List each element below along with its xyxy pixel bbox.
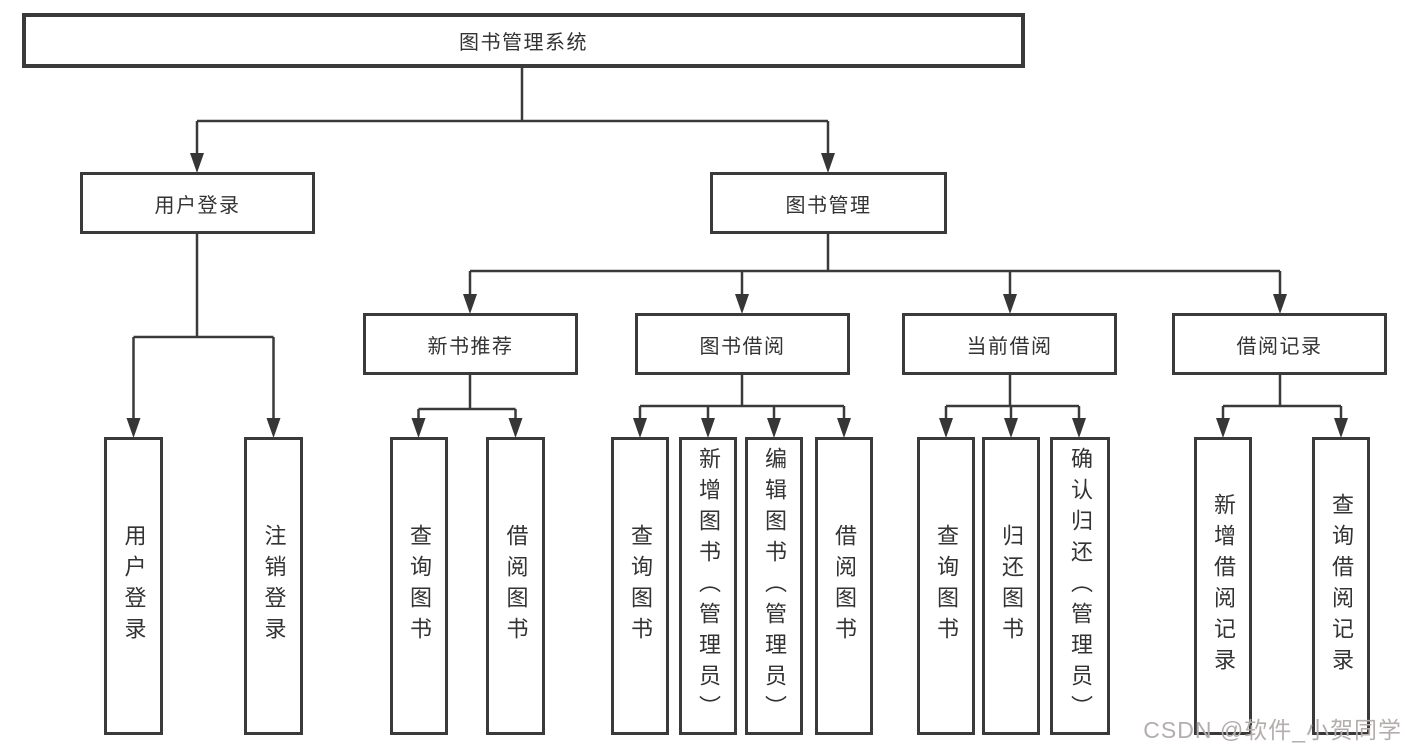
arrow-down-icon: [1003, 294, 1017, 314]
connector-bookborrow-to-leaves: [638, 375, 846, 421]
node-root: 图书管理系统: [22, 13, 1025, 68]
connector-newbook-to-leaves: [417, 375, 517, 421]
arrow-down-icon: [266, 418, 281, 438]
arrow-down-icon: [190, 153, 204, 173]
csdn-watermark: CSDN @软件_小贺同学: [1143, 717, 1402, 743]
leaf-query-books-recommend: 查询图书: [390, 437, 448, 735]
arrow-down-icon: [508, 418, 523, 438]
node-new-book-recommend: 新书推荐: [363, 313, 578, 375]
connector-userlogin-to-leaves: [132, 234, 275, 421]
leaf-confirm-return-admin: 确认归还（管理员）: [1050, 437, 1110, 735]
node-current-borrow: 当前借阅: [902, 313, 1117, 375]
connector-bookmgmt-to-level3: [468, 234, 1282, 297]
connector-root-to-level2: [195, 68, 830, 156]
leaf-borrow-books: 借阅图书: [815, 437, 873, 735]
leaf-borrow-books-recommend: 借阅图书: [486, 437, 545, 735]
connector-currentborrow-to-leaves: [944, 375, 1081, 421]
leaf-add-book-admin: 新增图书（管理员）: [679, 437, 737, 735]
arrow-down-icon: [767, 418, 781, 438]
node-book-borrow: 图书借阅: [635, 313, 850, 375]
arrow-down-icon: [411, 418, 426, 438]
leaf-return-books: 归还图书: [982, 437, 1040, 735]
leaf-query-books-current: 查询图书: [917, 437, 975, 735]
arrowheads: [126, 153, 1348, 438]
leaf-edit-book-admin: 编辑图书（管理员）: [745, 437, 803, 735]
leaf-query-books-borrow: 查询图书: [611, 437, 669, 735]
arrow-down-icon: [821, 153, 835, 173]
arrow-down-icon: [1216, 418, 1230, 438]
arrow-down-icon: [1004, 418, 1018, 438]
arrow-down-icon: [1072, 418, 1086, 438]
leaf-user-login: 用户登录: [104, 437, 163, 735]
arrow-down-icon: [463, 294, 477, 314]
arrow-down-icon: [126, 418, 141, 438]
arrow-down-icon: [633, 418, 647, 438]
node-user-login: 用户登录: [80, 172, 315, 234]
arrow-down-icon: [701, 418, 715, 438]
connector-borrowrecords-to-leaves: [1221, 375, 1343, 421]
leaf-query-borrow-record: 查询借阅记录: [1312, 437, 1370, 735]
arrow-down-icon: [939, 418, 953, 438]
node-borrow-records: 借阅记录: [1172, 313, 1387, 375]
arrow-down-icon: [1334, 418, 1348, 438]
arrow-down-icon: [837, 418, 851, 438]
leaf-add-borrow-record: 新增借阅记录: [1194, 437, 1252, 735]
arrow-down-icon: [735, 294, 749, 314]
arrow-down-icon: [1273, 294, 1287, 314]
node-book-management: 图书管理: [710, 172, 947, 234]
leaf-logout: 注销登录: [244, 437, 303, 735]
